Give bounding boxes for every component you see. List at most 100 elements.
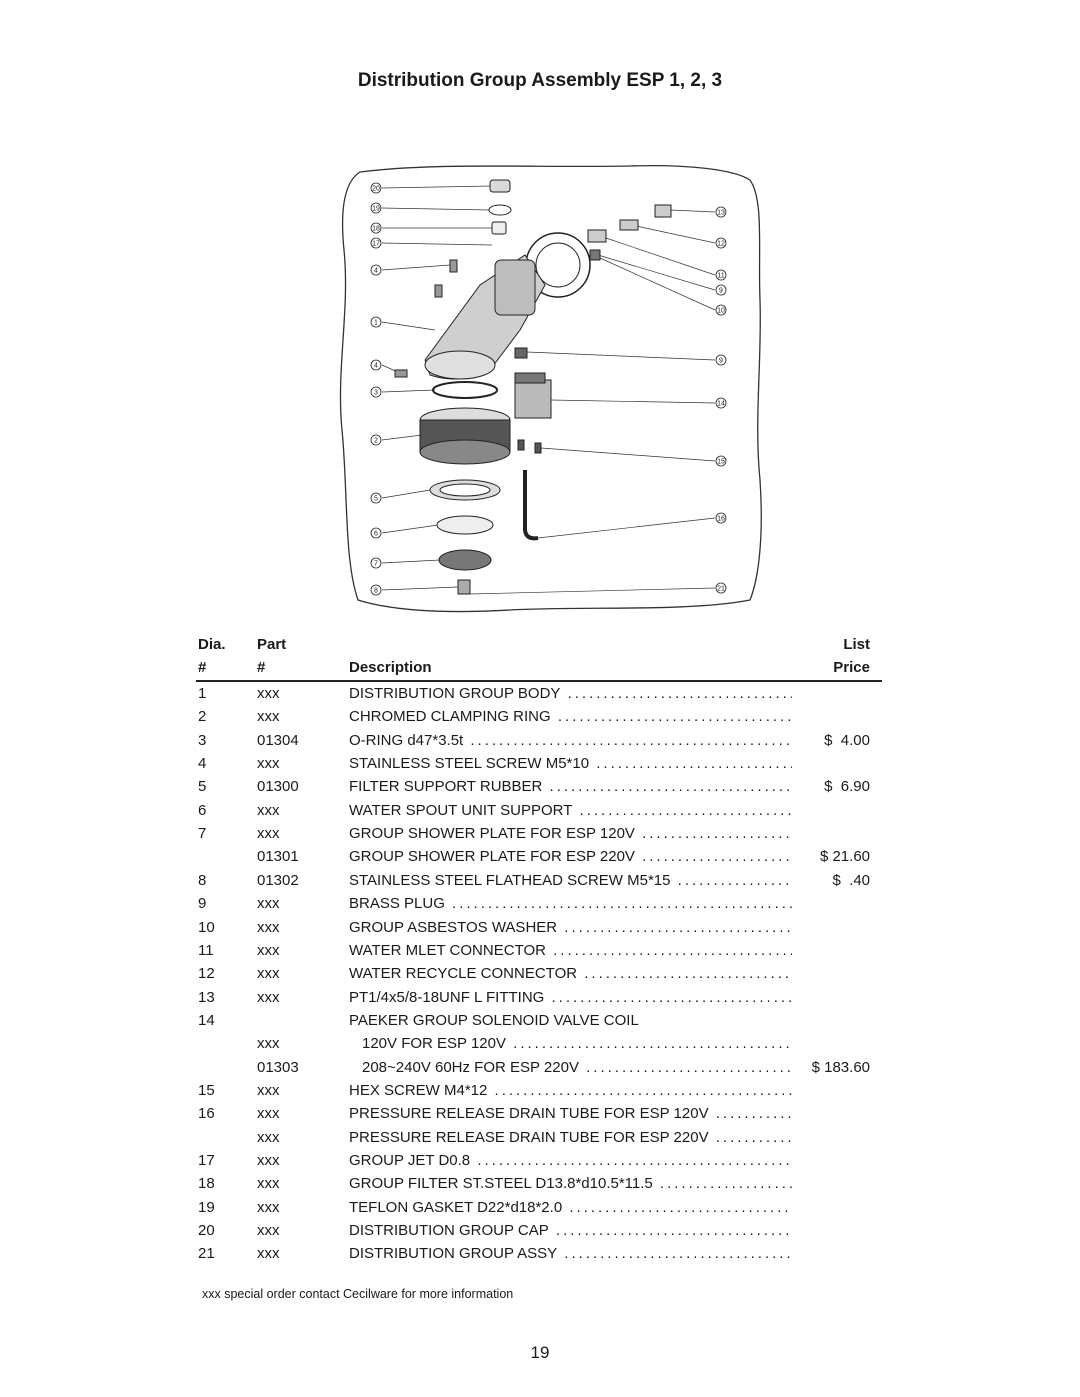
header-dia-hash: # xyxy=(198,659,207,676)
description-cell: DISTRIBUTION GROUP CAP .................… xyxy=(349,1219,792,1242)
callout-left-label: 8 xyxy=(374,588,378,595)
dia-number: 15 xyxy=(198,1081,215,1099)
part-number: xxx xyxy=(257,1128,280,1146)
description-cell: STAINLESS STEEL SCREW M5*10 ............… xyxy=(349,752,792,775)
description-cell: GROUP ASBESTOS WASHER ..................… xyxy=(349,916,792,939)
description-cell: PRESSURE RELEASE DRAIN TUBE FOR ESP 120V… xyxy=(349,1102,792,1125)
leader-dots: ........................................… xyxy=(569,1198,792,1216)
description-cell: 208~240V 60Hz FOR ESP 220V .............… xyxy=(362,1056,792,1079)
part-number: xxx xyxy=(257,801,280,819)
callout-left-bubble xyxy=(370,359,382,371)
header-dia: Dia. xyxy=(198,636,226,653)
description-cell: WATER SPOUT UNIT SUPPORT ...............… xyxy=(349,799,792,822)
description-text: TEFLON GASKET D22*d18*2.0 xyxy=(349,1198,563,1216)
callout-left-label: 20 xyxy=(372,186,380,193)
dia-number: 14 xyxy=(198,1011,215,1029)
part-spout-support xyxy=(436,515,494,535)
header-part: Part xyxy=(257,636,287,653)
description-text: GROUP SHOWER PLATE FOR ESP 220V xyxy=(349,848,635,866)
table-row: 17 xxx GROUP JET D0.8 ....................… xyxy=(198,1149,882,1172)
callout-left-label: 19 xyxy=(372,206,380,213)
part-number: xxx xyxy=(257,708,280,726)
description-cell: GROUP JET D0.8 .........................… xyxy=(349,1149,792,1172)
leader-dots: ........................................… xyxy=(642,848,792,866)
part-group-filter xyxy=(491,221,507,235)
dia-number: 13 xyxy=(198,988,215,1006)
callout-right-label: 11 xyxy=(717,273,724,280)
leader-dots: ........................................… xyxy=(579,801,792,819)
leader-dots: ........................................… xyxy=(586,1058,792,1076)
callout-right-bubble xyxy=(715,455,727,467)
header-list: List xyxy=(843,636,870,653)
leader-dots: ........................................… xyxy=(513,1035,792,1053)
callout-left-label: 4 xyxy=(374,363,378,370)
description-cell: GROUP SHOWER PLATE FOR ESP 220V ........… xyxy=(349,845,792,868)
part-number: xxx xyxy=(257,825,280,843)
header-rule xyxy=(196,680,882,682)
leader-dots: ........................................… xyxy=(494,1081,792,1099)
leader-line xyxy=(381,434,423,441)
leader-dots: ........................................… xyxy=(564,1245,792,1263)
leader-line xyxy=(550,399,716,404)
callout-left-label: 2 xyxy=(374,438,378,445)
part-number: xxx xyxy=(257,755,280,773)
leader-line xyxy=(469,587,716,595)
leader-line xyxy=(381,264,451,271)
header-description: Description xyxy=(349,659,432,676)
description-cell: GROUP FILTER ST.STEEL D13.8*d10.5*11.5 .… xyxy=(349,1172,792,1195)
list-price: $ 183.60 xyxy=(811,1058,870,1076)
description-cell: HEX SCREW M4*12 ........................… xyxy=(349,1079,792,1102)
list-price: $ 21.60 xyxy=(819,848,870,866)
leader-line xyxy=(381,185,493,189)
description-text: WATER MLET CONNECTOR xyxy=(349,941,546,959)
leader-dots: ........................................… xyxy=(452,895,792,913)
leader-dots: ........................................… xyxy=(677,871,792,889)
part-number: xxx xyxy=(257,1152,280,1169)
leader-dots: ........................................… xyxy=(567,685,792,702)
leader-line xyxy=(381,321,436,331)
leader-line xyxy=(599,257,716,311)
description-cell: PRESSURE RELEASE DRAIN TUBE FOR ESP 220V… xyxy=(349,1126,792,1149)
dia-number: 8 xyxy=(198,871,207,889)
description-cell: FILTER SUPPORT RUBBER ..................… xyxy=(349,775,792,798)
leader-dots: ........................................… xyxy=(553,941,792,959)
description-cell: STAINLESS STEEL FLATHEAD SCREW M5*15 ...… xyxy=(349,869,792,892)
leader-dots: ........................................… xyxy=(549,778,792,796)
callout-right-bubble xyxy=(715,582,727,594)
part-number: 01300 xyxy=(257,778,299,796)
callout-left-bubble xyxy=(370,584,382,596)
callout-left-bubble xyxy=(370,557,382,569)
leader-line xyxy=(381,242,493,246)
leader-dots: ........................................… xyxy=(584,965,792,983)
part-number: xxx xyxy=(257,918,280,936)
description-text: BRASS PLUG xyxy=(349,895,445,913)
part-number: xxx xyxy=(257,685,280,702)
part-number: xxx xyxy=(257,895,280,913)
callout-right-label: 9 xyxy=(719,358,723,365)
dia-number: 7 xyxy=(198,825,207,843)
description-text: CHROMED CLAMPING RING xyxy=(349,708,551,726)
callout-left-label: 18 xyxy=(372,226,380,233)
description-cell: TEFLON GASKET D22*d18*2.0 ..............… xyxy=(349,1196,792,1219)
leader-dots: ........................................… xyxy=(477,1152,792,1169)
callout-right-label: 15 xyxy=(717,459,725,466)
part-drain-tube xyxy=(523,470,539,541)
part-flathead-screw xyxy=(457,579,471,595)
description-text: DISTRIBUTION GROUP CAP xyxy=(349,1222,549,1240)
callout-right-label: 12 xyxy=(717,241,725,248)
description-text: GROUP JET D0.8 xyxy=(349,1152,471,1169)
dia-number: 17 xyxy=(198,1152,215,1169)
